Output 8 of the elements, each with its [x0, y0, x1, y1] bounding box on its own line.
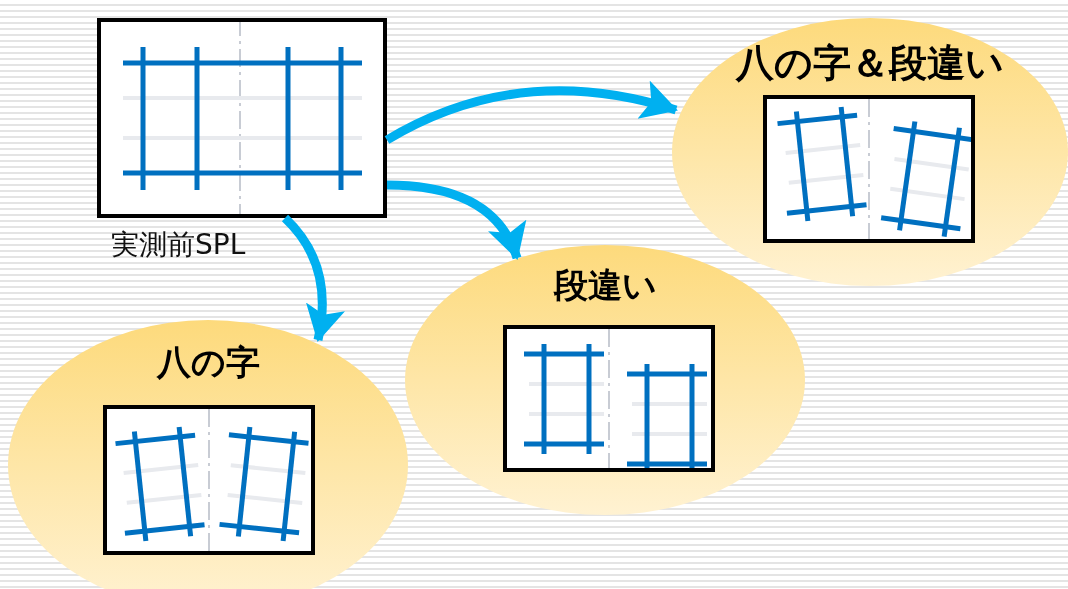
arrow: [281, 214, 345, 342]
panel-title: 八の字: [155, 341, 261, 384]
panel-title: 八の字＆段違い: [734, 40, 1005, 87]
arrow: [384, 81, 678, 144]
caption-text: 実測前SPL: [111, 227, 246, 263]
oval-panel: [672, 18, 1068, 286]
arrow: [386, 180, 525, 260]
panel-title: 段違い: [552, 264, 658, 307]
